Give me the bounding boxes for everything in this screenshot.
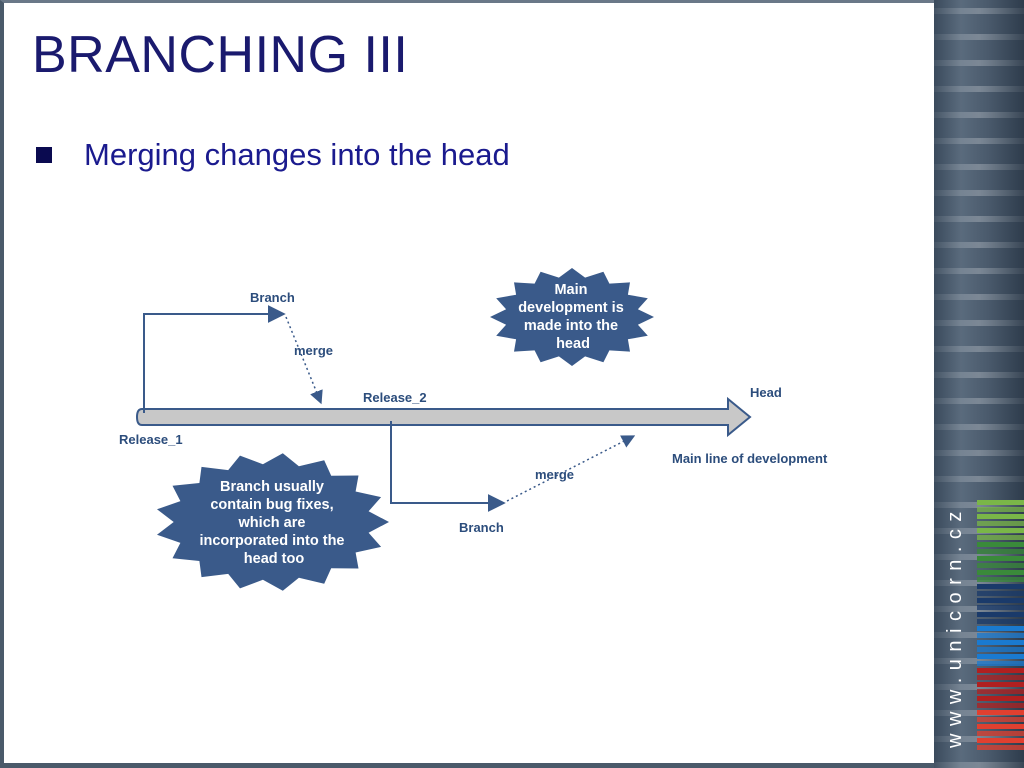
starburst-text-bottom: Branch usually contain bug fixes, which …	[199, 479, 348, 567]
brand-bar	[977, 738, 1024, 743]
blind-slat	[934, 86, 1024, 92]
brand-bar	[977, 724, 1024, 729]
brand-url-text: www.unicorn.cz	[944, 504, 966, 748]
blind-slat	[934, 164, 1024, 170]
label-branch-top: Branch	[250, 290, 295, 305]
brand-bar	[977, 675, 1024, 680]
blind-slat	[934, 502, 1024, 508]
branching-diagram: Branch merge Release_2 Head Release_1 Ma…	[119, 268, 828, 591]
starburst-shape-top	[490, 268, 654, 366]
brand-bar	[977, 542, 1024, 547]
blind-slat	[934, 476, 1024, 482]
top-branch-line	[143, 305, 286, 413]
square-bullet-icon	[36, 147, 52, 163]
brand-bar	[977, 570, 1024, 575]
label-main-line: Main line of development	[672, 451, 828, 466]
brand-bar	[977, 563, 1024, 568]
brand-bar	[977, 535, 1024, 540]
bottom-branch-line	[390, 421, 506, 512]
brand-bar	[977, 696, 1024, 701]
burst-top-line-3: made into the	[524, 318, 618, 334]
burst-bottom-line-1: Branch usually	[220, 479, 324, 495]
blind-slat	[934, 424, 1024, 430]
brand-bar	[977, 668, 1024, 673]
brand-bar	[977, 556, 1024, 561]
blind-slat	[934, 138, 1024, 144]
burst-top-line-1: Main	[554, 282, 587, 298]
blind-slat	[934, 242, 1024, 248]
burst-bottom-line-2: contain bug fixes,	[210, 497, 333, 513]
blind-slat	[934, 112, 1024, 118]
bottom-merge-arrow	[506, 435, 636, 502]
brand-bar	[977, 521, 1024, 526]
main-line-arrow	[135, 396, 752, 438]
blind-slat	[934, 346, 1024, 352]
brand-bar	[977, 577, 1024, 582]
brand-bar	[977, 584, 1024, 589]
burst-top-line-4: head	[556, 336, 590, 352]
bullet-text: Merging changes into the head	[84, 137, 510, 172]
burst-bottom-line-5: head too	[244, 551, 305, 567]
burst-bottom-line-3: which are	[238, 515, 306, 531]
blind-slat	[934, 8, 1024, 14]
label-branch-bottom: Branch	[459, 520, 504, 535]
label-release-2: Release_2	[363, 390, 427, 405]
starburst-text-top: Main development is made into the head	[518, 282, 628, 352]
brand-bar	[977, 514, 1024, 519]
blind-slat	[934, 580, 1024, 586]
blind-slat	[934, 190, 1024, 196]
blind-slat	[934, 684, 1024, 690]
brand-bar	[977, 731, 1024, 736]
label-merge-top: merge	[294, 343, 333, 358]
brand-bar	[977, 591, 1024, 596]
brand-bar	[977, 605, 1024, 610]
bullet-item: Merging changes into the head	[36, 137, 510, 173]
label-head: Head	[750, 385, 782, 400]
slide-canvas: BRANCHING III Merging changes into the h…	[0, 0, 934, 768]
blind-slat	[934, 320, 1024, 326]
brand-bar	[977, 682, 1024, 687]
brand-bar	[977, 528, 1024, 533]
brand-bar	[977, 745, 1024, 750]
brand-bar	[977, 654, 1024, 659]
blind-slat	[934, 398, 1024, 404]
slide-title: BRANCHING III	[32, 26, 409, 84]
brand-bar	[977, 661, 1024, 666]
blind-slat	[934, 268, 1024, 274]
blind-slat	[934, 216, 1024, 222]
brand-bar	[977, 633, 1024, 638]
brand-bar	[977, 689, 1024, 694]
brand-bar	[977, 507, 1024, 512]
burst-top-line-2: development is	[518, 300, 624, 316]
brand-bar	[977, 598, 1024, 603]
brand-bar	[977, 549, 1024, 554]
brand-bar	[977, 640, 1024, 645]
blind-slat	[934, 294, 1024, 300]
burst-bottom-line-4: incorporated into the	[199, 533, 344, 549]
brand-bar	[977, 647, 1024, 652]
starburst-shape-bottom	[157, 453, 389, 591]
brand-bar	[977, 710, 1024, 715]
label-release-1: Release_1	[119, 432, 183, 447]
blind-slat	[934, 372, 1024, 378]
brand-bar	[977, 626, 1024, 631]
brand-bar	[977, 612, 1024, 617]
blind-slat	[934, 762, 1024, 768]
brand-bar	[977, 500, 1024, 505]
brand-bar	[977, 619, 1024, 624]
brand-bar	[977, 717, 1024, 722]
blind-slat	[934, 60, 1024, 66]
blind-slat	[934, 450, 1024, 456]
label-merge-bottom: merge	[535, 467, 574, 482]
brand-bar	[977, 703, 1024, 708]
brand-color-bars	[977, 500, 1024, 750]
blind-slat	[934, 34, 1024, 40]
top-merge-arrow	[285, 316, 323, 405]
